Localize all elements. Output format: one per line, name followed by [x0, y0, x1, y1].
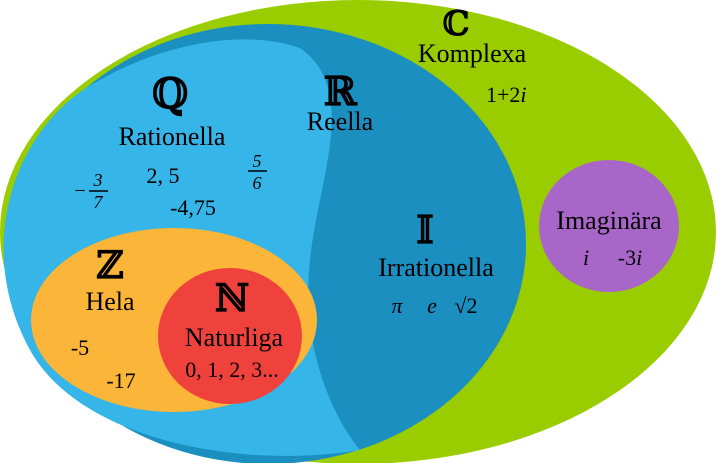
irrational-label: Irrationella	[378, 253, 494, 282]
svg-text:5: 5	[253, 151, 262, 171]
irrational-symbol: 𝕀	[416, 207, 434, 252]
imaginary-example-neg3i: -3i	[618, 245, 642, 270]
natural-set-region	[158, 268, 302, 404]
svg-text:3: 3	[93, 170, 103, 190]
rational-fraction-negative: − 3 7	[74, 170, 108, 212]
svg-text:7: 7	[94, 192, 104, 212]
imaginary-label: Imaginära	[556, 206, 662, 235]
integers-symbol: ℤ	[96, 242, 124, 287]
irrational-example-sqrt2: √2	[454, 293, 477, 318]
integers-label: Hela	[85, 287, 135, 316]
rational-fraction-positive: 5 6	[248, 151, 267, 193]
integers-example-1: -5	[71, 335, 89, 360]
svg-text:−: −	[74, 180, 85, 202]
svg-text:6: 6	[253, 173, 262, 193]
irrational-example-pi: π	[391, 293, 403, 318]
natural-example: 0, 1, 2, 3...	[185, 357, 279, 382]
complex-symbol: ℂ	[442, 4, 469, 44]
irrational-example-e: e	[427, 293, 437, 318]
real-symbol: ℝ	[323, 68, 358, 115]
rational-example-1: 2, 5	[147, 163, 180, 188]
rational-symbol: ℚ	[152, 69, 189, 118]
imaginary-example-i: i	[583, 245, 589, 270]
natural-label: Naturliga	[185, 323, 284, 352]
rational-example-2: -4,75	[170, 195, 216, 220]
complex-example: 1+2i	[486, 82, 527, 107]
imaginary-set-region	[539, 160, 679, 292]
natural-symbol: ℕ	[215, 275, 250, 320]
real-label: Reella	[307, 107, 374, 136]
complex-label: Komplexa	[418, 39, 527, 68]
rational-label: Rationella	[119, 122, 226, 151]
integers-example-2: -17	[106, 368, 135, 393]
